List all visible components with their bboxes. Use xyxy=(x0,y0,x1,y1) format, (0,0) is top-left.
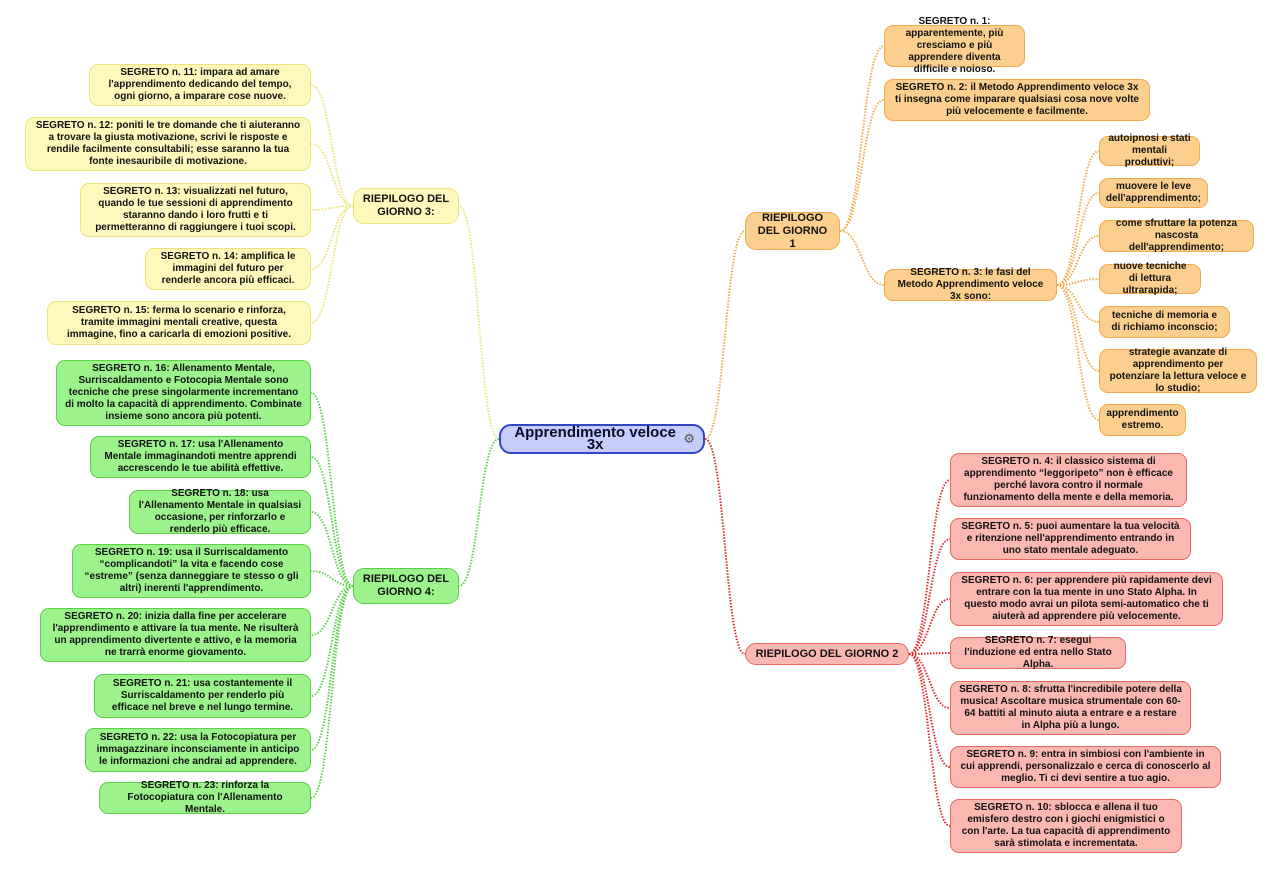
connector-line-24 xyxy=(310,205,354,270)
connector-line-21 xyxy=(310,84,354,207)
connector-line-1 xyxy=(704,438,746,655)
phase-node-2[interactable]: muovere le leve dell'apprendimento; xyxy=(1099,178,1208,208)
secret-node-8[interactable]: SEGRETO n. 8: sfrutta l'incredibile pote… xyxy=(950,681,1191,735)
connector-line-22 xyxy=(310,143,354,207)
branch-day4[interactable]: RIEPILOGO DEL GIORNO 4: xyxy=(353,568,459,604)
secret-node-19[interactable]: SEGRETO n. 19: usa il Surriscaldamento “… xyxy=(72,544,311,598)
phase-node-1[interactable]: autoipnosi e stati mentali produttivi; xyxy=(1099,133,1200,168)
branch-day1[interactable]: RIEPILOGO DEL GIORNO 1 xyxy=(745,212,840,250)
secret-node-22[interactable]: SEGRETO n. 22: usa la Fotocopiatura per … xyxy=(85,728,311,772)
secret-node-6[interactable]: SEGRETO n. 6: per apprendere più rapidam… xyxy=(950,572,1223,626)
connector-line-3 xyxy=(458,438,500,587)
phase-node-3[interactable]: come sfruttare la potenza nascosta dell'… xyxy=(1099,218,1254,253)
secret-node-20[interactable]: SEGRETO n. 20: inizia dalla fine per acc… xyxy=(40,608,311,662)
connector-line-11 xyxy=(1056,284,1100,323)
connector-line-13 xyxy=(1056,284,1100,421)
connector-line-16 xyxy=(908,598,951,655)
connector-line-26 xyxy=(310,392,354,587)
phase-node-5[interactable]: tecniche di memoria e di richiamo incons… xyxy=(1099,306,1230,338)
secret-node-11[interactable]: SEGRETO n. 11: impara ad amare l'apprend… xyxy=(89,64,311,106)
phase-node-6[interactable]: strategie avanzate di apprendimento per … xyxy=(1099,347,1257,394)
root-node[interactable]: Apprendimento veloce 3x ⚙ xyxy=(499,424,705,454)
secret-node-1[interactable]: SEGRETO n. 1: apparentemente, più cresci… xyxy=(884,16,1025,75)
connector-line-7 xyxy=(1056,150,1100,286)
connector-line-0 xyxy=(704,230,746,440)
secret-node-21[interactable]: SEGRETO n. 21: usa costantemente il Surr… xyxy=(94,674,311,718)
branch-day3[interactable]: RIEPILOGO DEL GIORNO 3: xyxy=(353,188,459,224)
secret-node-7[interactable]: SEGRETO n. 7: esegui l'induzione ed entr… xyxy=(950,635,1126,670)
secret-node-5[interactable]: SEGRETO n. 5: puoi aumentare la tua velo… xyxy=(950,518,1191,560)
connector-line-6 xyxy=(839,230,885,286)
secret-node-4[interactable]: SEGRETO n. 4: il classico sistema di app… xyxy=(950,453,1187,507)
secret-node-14[interactable]: SEGRETO n. 14: amplifica le immagini del… xyxy=(145,248,311,290)
secret-node-16[interactable]: SEGRETO n. 16: Allenamento Mentale, Surr… xyxy=(56,360,311,426)
secret-node-23[interactable]: SEGRETO n. 23: rinforza la Fotocopiatura… xyxy=(99,780,311,815)
secret-node-13[interactable]: SEGRETO n. 13: visualizzati nel futuro, … xyxy=(80,183,311,237)
connector-line-33 xyxy=(310,585,354,799)
secret-node-15[interactable]: SEGRETO n. 15: ferma lo scenario e rinfo… xyxy=(47,301,311,345)
branch-day2[interactable]: RIEPILOGO DEL GIORNO 2 xyxy=(745,643,909,665)
secret-node-18[interactable]: SEGRETO n. 18: usa l'Allenamento Mentale… xyxy=(129,488,311,535)
phase-node-7[interactable]: apprendimento estremo. xyxy=(1099,404,1186,436)
connector-line-15 xyxy=(908,538,951,655)
connector-line-4 xyxy=(839,45,885,232)
connector-line-27 xyxy=(310,456,354,587)
connector-line-31 xyxy=(310,585,354,697)
phase-node-4[interactable]: nuove tecniche di lettura ultrarapida; xyxy=(1099,261,1201,296)
gear-icon: ⚙ xyxy=(683,431,695,446)
connector-line-18 xyxy=(908,653,951,709)
connector-line-30 xyxy=(310,585,354,636)
secret-node-12[interactable]: SEGRETO n. 12: poniti le tre domande che… xyxy=(25,117,311,171)
connector-line-25 xyxy=(310,205,354,324)
root-label: Apprendimento veloce 3x xyxy=(514,424,677,453)
connector-line-5 xyxy=(839,99,885,232)
secret-node-9[interactable]: SEGRETO n. 9: entra in simbiosi con l'am… xyxy=(950,746,1221,788)
secret-node-17[interactable]: SEGRETO n. 17: usa l'Allenamento Mentale… xyxy=(90,436,311,478)
connector-line-19 xyxy=(908,653,951,768)
secret-node-10[interactable]: SEGRETO n. 10: sblocca e allena il tuo e… xyxy=(950,799,1182,853)
connector-line-8 xyxy=(1056,192,1100,286)
connector-line-14 xyxy=(908,479,951,655)
secret-node-3[interactable]: SEGRETO n. 3: le fasi del Metodo Apprend… xyxy=(884,267,1057,302)
connector-line-20 xyxy=(908,653,951,827)
secret-node-2[interactable]: SEGRETO n. 2: il Metodo Apprendimento ve… xyxy=(884,79,1150,121)
connector-line-2 xyxy=(458,205,500,440)
connector-line-28 xyxy=(310,511,354,587)
connector-line-9 xyxy=(1056,235,1100,286)
connector-line-17 xyxy=(908,652,951,655)
